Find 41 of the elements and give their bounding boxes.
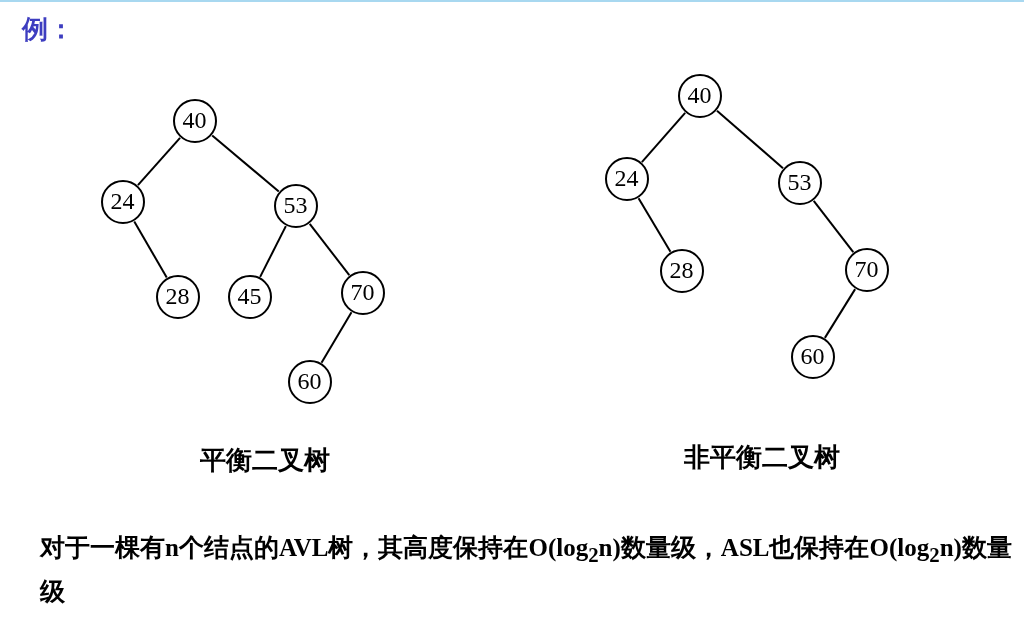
node-value: 40 — [687, 82, 712, 109]
tree-edge — [716, 109, 785, 170]
tree-edge — [259, 225, 287, 278]
tree-edge — [136, 136, 182, 187]
tree-edge — [640, 111, 687, 164]
node-value: 28 — [669, 257, 694, 284]
node-value: 53 — [787, 169, 812, 196]
node-value: 45 — [237, 283, 262, 310]
tree-node-circle — [604, 156, 649, 201]
node-value: 60 — [800, 343, 825, 370]
tree-caption: 非平衡二叉树 — [684, 441, 840, 474]
tree-node-circle — [677, 73, 722, 118]
tree-node-circle — [155, 274, 200, 319]
tree-node-circle — [227, 274, 272, 319]
tree-edge — [211, 134, 280, 193]
tree-node-circle — [777, 160, 822, 205]
node-value: 60 — [297, 368, 322, 395]
node-value: 24 — [110, 188, 135, 215]
tree-caption: 平衡二叉树 — [200, 444, 330, 477]
tree-node-circle — [659, 248, 704, 293]
tree-node-circle — [172, 98, 217, 143]
title: 例： — [22, 13, 74, 46]
tree-node-circle — [340, 270, 385, 315]
tree-edge — [823, 288, 857, 339]
node-value: 28 — [165, 283, 190, 310]
tree-edge — [637, 197, 672, 253]
tree-edge — [320, 311, 353, 364]
tree-node-circle — [100, 179, 145, 224]
tree-node-circle — [790, 334, 835, 379]
tree-node-circle — [273, 183, 318, 228]
node-value: 70 — [854, 256, 879, 283]
tree-edge — [133, 220, 168, 279]
tree-edge — [812, 199, 855, 254]
tree-node-circle — [287, 359, 332, 404]
node-value: 40 — [182, 107, 207, 134]
tree-edge — [308, 222, 351, 277]
node-value: 70 — [350, 279, 375, 306]
tree-node-circle — [844, 247, 889, 292]
note-text: 对于一棵有n个结点的AVL树，其高度保持在O(log$_{2}$n)数量级，ASL也保持在O(log$_{2}$n)数量级 — [40, 533, 1013, 608]
node-value: 53 — [283, 192, 308, 219]
node-value: 24 — [614, 165, 639, 192]
